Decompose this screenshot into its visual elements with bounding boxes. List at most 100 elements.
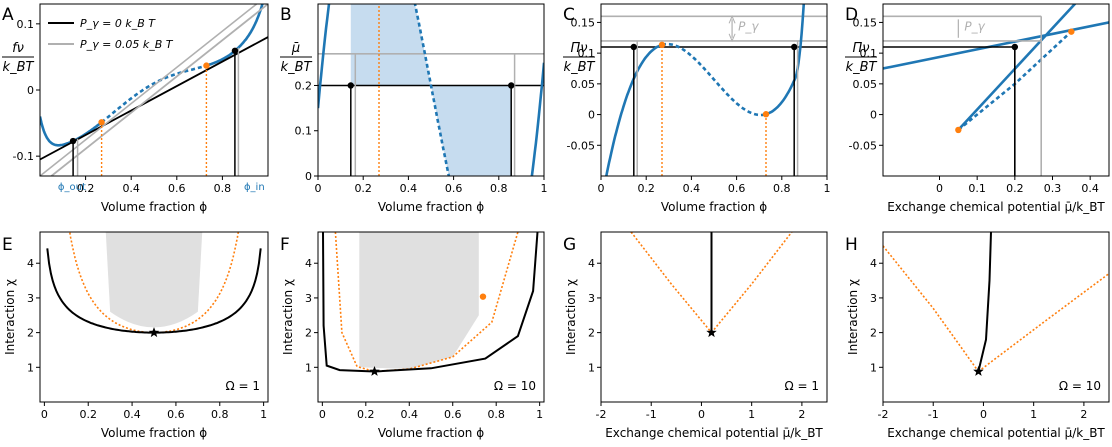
x-tick-label: 0 [698, 408, 705, 421]
panel-letter-h: H [845, 235, 858, 255]
y-tick-label: 0.15 [853, 16, 878, 29]
x-tick-label: 1 [260, 408, 267, 421]
pi-vs-mu-branch [957, 4, 1077, 131]
x-tick-label: 0.8 [211, 408, 229, 421]
x-tick-label: 0.2 [357, 408, 375, 421]
y-axis-label: Interaction χ [281, 279, 295, 355]
pressure-curve [604, 43, 663, 176]
y-tick-label: 3 [305, 292, 312, 305]
y-axis-label-den: k_BT [564, 60, 596, 75]
y-axis-label: Interaction χ [846, 279, 860, 355]
panel-letter-c: C [563, 5, 575, 25]
plot-area [883, 4, 1109, 176]
axes-frame [882, 3, 1110, 177]
x-axis-label: Exchange chemical potential μ̄/k_BT [605, 426, 823, 440]
x-axis-label: Exchange chemical potential μ̄/k_BT [887, 200, 1105, 214]
x-tick-label: 0 [41, 408, 48, 421]
x-tick-label: 0.6 [167, 408, 185, 421]
tangent-gray-line [40, 4, 258, 176]
axes-frame [317, 3, 545, 177]
y-tick-label: 3 [588, 292, 595, 305]
x-tick-label: 0.4 [683, 182, 701, 195]
binodal-point [347, 82, 354, 89]
spinodal-curve [630, 232, 713, 334]
binodal-point [69, 137, 77, 145]
y-tick-label: 0.05 [571, 78, 596, 91]
x-tick-label: 0.2 [77, 182, 95, 195]
y-axis-label-num: μ̄ [291, 41, 300, 56]
x-tick-label: 0.6 [168, 182, 186, 195]
legend: P_γ = 0 k_B TP_γ = 0.05 k_B T [48, 17, 174, 51]
x-tick-label: 1 [536, 408, 543, 421]
y-tick-label: 0.1 [17, 18, 35, 31]
plot-area [601, 4, 827, 176]
y-tick-label: 0 [870, 109, 877, 122]
y-axis-label-den: k_BT [281, 60, 313, 75]
x-tick-label: 0.4 [400, 182, 418, 195]
x-tick-label: 0.2 [354, 182, 372, 195]
omega-label: Ω = 10 [1059, 379, 1101, 393]
omega-label: Ω = 1 [226, 379, 261, 393]
pressure-unstable [661, 42, 767, 117]
y-tick-label: 0 [27, 84, 34, 97]
x-tick-label: 0.2 [1006, 182, 1024, 195]
p-gamma-label: P_γ [738, 19, 759, 33]
spinodal-curve [883, 245, 980, 372]
y-tick-label: -0.05 [849, 139, 877, 152]
plot-area [883, 232, 1109, 373]
y-axis-label-den: k_BT [3, 60, 35, 75]
y-tick-label: 0 [305, 170, 312, 183]
binodal-curve [322, 232, 539, 373]
x-tick-label: 0.4 [401, 408, 419, 421]
spinodal-point [203, 62, 210, 69]
x-tick-label: 0 [598, 182, 605, 195]
pi-vs-mu-branch [883, 21, 1109, 70]
x-axis-label: Volume fraction ϕ [101, 426, 207, 440]
spinodal-point [1068, 28, 1075, 35]
binodal-point [231, 47, 239, 54]
free-energy-unstable [100, 64, 207, 124]
y-axis-label: Interaction χ [564, 279, 578, 355]
x-axis-label: Volume fraction ϕ [661, 200, 767, 214]
y-tick-label: 0.05 [853, 78, 878, 91]
x-tick-label: 0.2 [79, 408, 97, 421]
x-tick-label: 0.6 [728, 182, 746, 195]
panel-letter-b: B [280, 5, 292, 25]
x-tick-label: -1 [646, 408, 657, 421]
forbidden-region [105, 232, 203, 328]
x-tick-label: 0.4 [123, 408, 141, 421]
y-tick-label: 0.1 [295, 125, 313, 138]
x-tick-label: -1 [928, 408, 939, 421]
y-tick-label: -0.1 [13, 150, 34, 163]
x-tick-label: 0 [319, 408, 326, 421]
free-energy-curve [206, 4, 264, 67]
equal-area-shade-lower [431, 85, 512, 176]
y-tick-label: 2 [27, 327, 34, 340]
chemical-potential-unstable [413, 4, 451, 176]
critical-point-star [148, 327, 160, 338]
x-axis-label: Exchange chemical potential μ̄/k_BT [887, 426, 1105, 440]
y-axis-label-num: Πν [852, 41, 869, 56]
p-gamma-label: P_γ [964, 19, 985, 33]
spinodal-curve [710, 232, 793, 334]
x-axis-label: Volume fraction ϕ [378, 426, 484, 440]
y-tick-label: 0 [588, 109, 595, 122]
binodal-curve [977, 232, 992, 372]
y-tick-label: 1 [27, 361, 34, 374]
pressure-curve [765, 4, 806, 116]
axes-frame [882, 231, 1110, 403]
x-tick-label: 0 [936, 182, 943, 195]
x-tick-label: 0.3 [1044, 182, 1062, 195]
panel-letter-e: E [2, 235, 13, 255]
critical-point-star [706, 327, 717, 338]
y-tick-label: 0.15 [571, 16, 596, 29]
panel-letter-g: G [563, 235, 576, 255]
binodal-point [630, 43, 637, 51]
x-tick-label: 1 [541, 182, 548, 195]
x-tick-label: 2 [798, 408, 805, 421]
